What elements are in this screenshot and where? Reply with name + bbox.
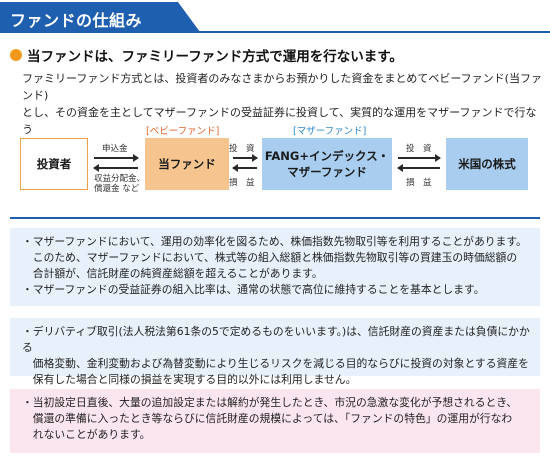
note-line: ・マザーファンドの受益証券の組入比率は、通常の状態で高位に維持することを基本とし…	[22, 283, 485, 296]
section-divider	[10, 217, 540, 219]
subheading: 当ファンドは、ファミリーファンド方式で運用を行ないます。	[10, 45, 403, 65]
baby-fund-box: 当ファンド	[145, 138, 229, 190]
mother-fund-line2: マザーファンド	[287, 165, 367, 179]
header-tab	[0, 2, 200, 32]
arrow-right-subscription-icon	[94, 154, 139, 162]
note-box-derivatives: ・デリバティブ取引(法人税法第61条の5で定めるものをいいます。)は、信託財産の…	[10, 318, 540, 386]
note-line: このため、マザーファンドにおいて、株式等の組入総額と株価指数先物取引等の買建玉の…	[22, 251, 518, 264]
subscription-label: 申込金	[102, 144, 128, 154]
distributions-label-line1: 収益分配金、	[94, 174, 146, 184]
intro-line: ファミリーファンド方式とは、投資者のみなさまからお預かりした資金をまとめてベビー…	[22, 72, 542, 102]
note-line: 合計額が、信託財産の純資産総額を超えることがあります。	[22, 267, 323, 280]
fund-structure-diagram: 投資者 申込金 収益分配金、 償還金 など [ベビーファンド] 当ファンド 投 …	[0, 118, 550, 208]
investor-box: 投資者	[20, 138, 88, 190]
mother-fund-box: FANG+インデックス・ マザーファンド	[262, 138, 392, 190]
arrow-right-invest-icon	[233, 154, 258, 162]
invest-label-2: 投 資	[406, 144, 432, 154]
gain-label-1: 損 益	[229, 178, 255, 188]
distributions-label: 収益分配金、 償還金 など	[94, 174, 145, 194]
arrow-left-distribution-icon	[93, 164, 138, 172]
note-line: 保有した場合と同様の損益を実現する目的以外には利用しません。	[22, 373, 357, 386]
note-line: ・デリバティブ取引(法人税法第61条の5で定めるものをいいます。)は、信託財産の…	[22, 325, 530, 354]
note-line: れないことがあります。	[22, 428, 151, 441]
note-line: ・マザーファンドにおいて、運用の効率化を図るため、株価指数先物取引等を利用するこ…	[22, 235, 527, 248]
orange-bullet-icon	[10, 49, 22, 61]
invest-label-1: 投 資	[229, 144, 255, 154]
intro-line: とし、その資金を主としてマザーファンドの受益証券に投資して、実質的な運用をマザー…	[22, 106, 537, 136]
gain-label-2: 損 益	[406, 178, 432, 188]
baby-fund-tag: [ベビーファンド]	[146, 126, 220, 137]
distributions-label-line2: 償還金 など	[94, 184, 140, 194]
page-title: ファンドの仕組み	[10, 11, 143, 30]
note-line: ・当初設定日直後、大量の追加設定または解約が発生したとき、市況の急激な変化が予想…	[22, 396, 518, 409]
mother-fund-tag: [マザーファンド]	[293, 126, 367, 137]
intro-paragraph: ファミリーファンド方式とは、投資者のみなさまからお預かりした資金をまとめてベビー…	[22, 70, 544, 155]
mother-fund-line1: FANG+インデックス・	[264, 149, 390, 163]
subheading-text: 当ファンドは、ファミリーファンド方式で運用を行ないます。	[27, 49, 403, 65]
us-stocks-box: 米国の株式	[446, 138, 528, 190]
note-line: 償還の準備に入ったとき等ならびに信託財産の規模によっては、「ファンドの特色」の運…	[22, 412, 513, 425]
arrow-right-invest-icon	[398, 154, 441, 162]
header-underline	[0, 31, 550, 33]
note-box-caution: ・当初設定日直後、大量の追加設定または解約が発生したとき、市況の急激な変化が予想…	[10, 389, 540, 453]
arrow-left-gain-icon	[232, 164, 257, 172]
section-header: ファンドの仕組み	[0, 0, 550, 34]
arrow-left-gain-icon	[397, 164, 440, 172]
note-box-futures: ・マザーファンドにおいて、運用の効率化を図るため、株価指数先物取引等を利用するこ…	[10, 228, 540, 306]
note-line: 価格変動、金利変動および為替変動により生じるリスクを減じる目的ならびに投資の対象…	[22, 357, 529, 370]
